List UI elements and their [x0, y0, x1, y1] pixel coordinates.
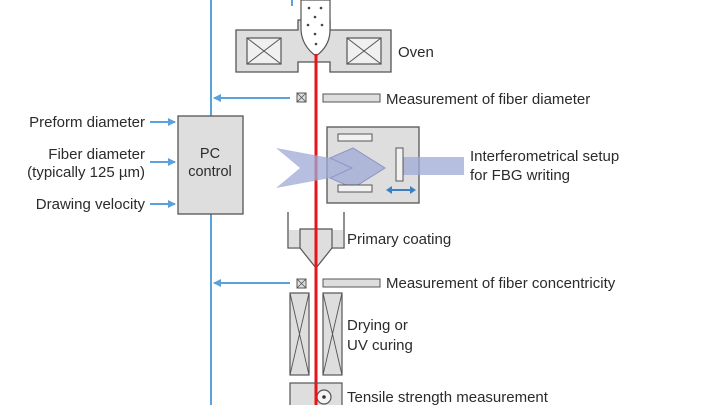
concentricity-detector	[322, 278, 381, 288]
pc-control-line1: PC	[200, 146, 220, 162]
pc-control-box: PC control	[177, 115, 244, 215]
beam-output	[403, 157, 464, 175]
fiber-diameter-note: (typically 125 µm)	[27, 164, 145, 181]
concentricity-sensor	[296, 278, 307, 289]
drawing-velocity-label: Drawing velocity	[36, 196, 146, 213]
oven-heater-left	[246, 37, 282, 65]
primary-coating-label: Primary coating	[347, 231, 451, 248]
interferometrical-label-line2: for FBG writing	[470, 167, 570, 184]
oven-heater-right	[346, 37, 382, 65]
mirror-top	[337, 133, 373, 142]
pc-control-line2: control	[188, 164, 232, 180]
phase-mask	[395, 147, 404, 182]
diameter-detector	[322, 93, 381, 103]
preform-diameter-label: Preform diameter	[29, 114, 145, 131]
fiber-diameter-label: Fiber diameter	[48, 146, 145, 163]
laser-beam	[276, 148, 385, 188]
mirror-bottom	[337, 184, 373, 193]
uv-curing-lamps	[289, 292, 343, 376]
measurement-concentricity-label: Measurement of fiber concentricity	[386, 275, 616, 292]
interferometrical-label-line1: Interferometrical setup	[470, 148, 619, 165]
oven-label: Oven	[398, 44, 434, 61]
drying-label-line2: UV curing	[347, 337, 413, 354]
tensile-strength-label: Tensile strength measurement	[347, 389, 549, 405]
drying-label-line1: Drying or	[347, 317, 408, 334]
measurement-fiber-diameter-label: Measurement of fiber diameter	[386, 91, 590, 108]
interferometer	[276, 126, 464, 204]
diameter-sensor	[296, 92, 307, 103]
